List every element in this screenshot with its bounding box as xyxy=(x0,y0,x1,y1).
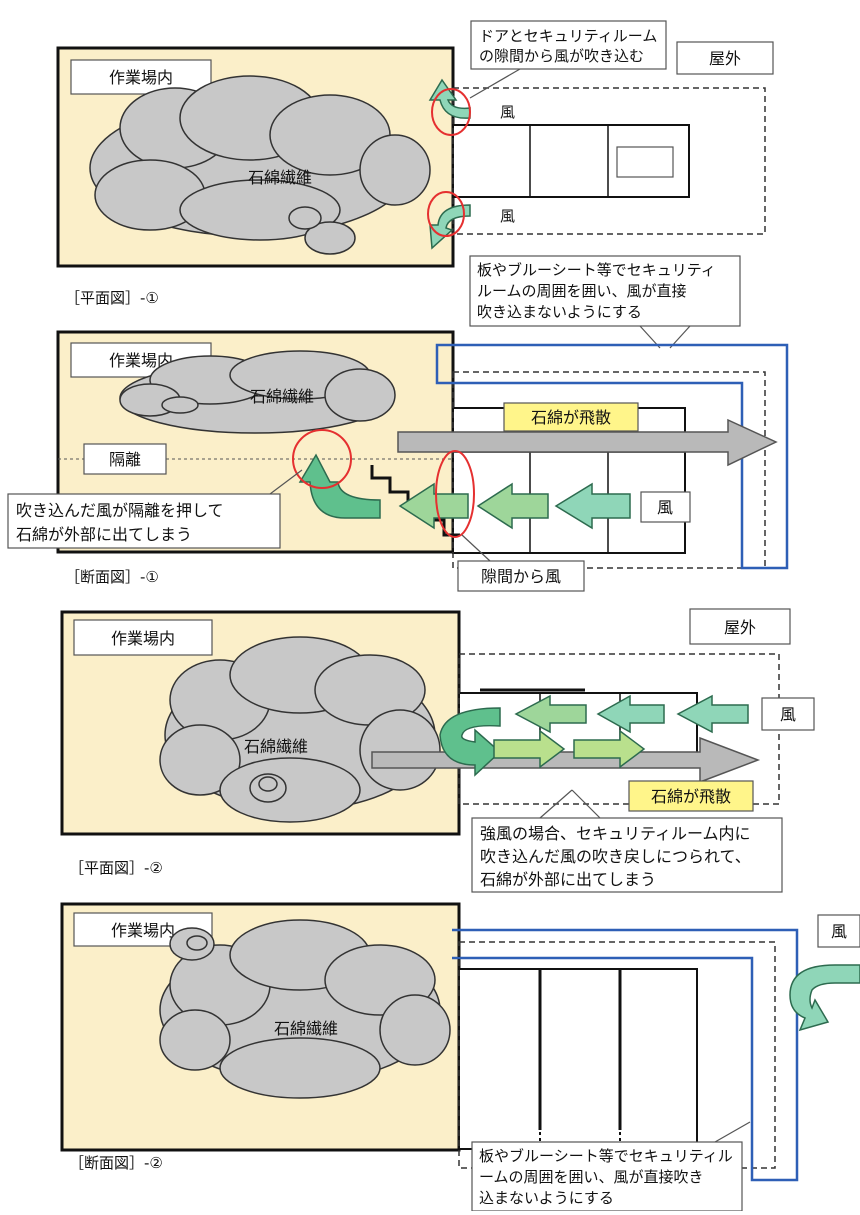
push-callout xyxy=(7,493,281,549)
wind-arrow-1 xyxy=(676,694,749,734)
wind-label: 風 xyxy=(831,922,847,941)
wind-arrow-1 xyxy=(554,482,631,530)
blowback-arrow-1 xyxy=(493,729,566,769)
panel-section-2: 作業場内 石綿繊維 風 ［断面図］-② 板やブルーシート等でセキュリティル ーム… xyxy=(60,902,860,1212)
wind-arrow-2 xyxy=(476,482,549,530)
highlight-circle-bottom xyxy=(427,191,465,237)
countermeasure-line-2: ームの周囲を囲い、風が直接吹き xyxy=(479,1168,704,1186)
wind-arrow-3 xyxy=(398,482,469,530)
panel-plan-1: 作業場内 石綿繊維 屋外 ドアとセキュリティルーム の隙間から風が吹き込む xyxy=(56,20,774,349)
wind-label-box xyxy=(817,914,860,948)
wind-deflect-arrow xyxy=(789,964,860,1032)
caption-plan-1: ［平面図］-① xyxy=(65,289,159,307)
scatter-arrow xyxy=(371,736,761,784)
blue-enclosure xyxy=(452,928,799,1182)
gap-callout xyxy=(470,20,667,70)
gap-wind-label: 隙間から風 xyxy=(481,567,561,586)
gap-callout-line-1: ドアとセキュリティルーム xyxy=(479,27,657,45)
caption-section-1: ［断面図］-① xyxy=(65,568,159,586)
scatter-label-box xyxy=(628,780,754,812)
caption-plan-2: ［平面図］-② xyxy=(69,859,163,877)
asbestos-label: 石綿繊維 xyxy=(244,737,308,756)
asbestos-cloud xyxy=(89,75,431,255)
scatter-label-box xyxy=(503,402,639,432)
wind-arrow-2 xyxy=(596,694,665,734)
work-area-label: 作業場内 xyxy=(109,351,173,370)
asbestos-label: 石綿繊維 xyxy=(250,387,314,406)
isolation-label-box xyxy=(83,443,167,475)
strong-wind-line-3: 石綿が外部に出てしまう xyxy=(480,870,656,889)
asbestos-cloud xyxy=(159,919,451,1099)
caption-section-2: ［断面図］-② xyxy=(69,1154,163,1172)
wind-label-bottom: 風 xyxy=(500,207,515,225)
scatter-label: 石綿が飛散 xyxy=(531,408,611,427)
highlight-circle-top xyxy=(431,88,471,136)
asbestos-label: 石綿繊維 xyxy=(248,168,312,187)
wind-label: 風 xyxy=(657,498,673,517)
highlight-circle-isolation xyxy=(292,429,352,489)
countermeasure-line-3: 込まないようにする xyxy=(479,1189,614,1207)
wind-arrow-3 xyxy=(514,694,587,734)
countermeasure-callout xyxy=(469,255,741,327)
panel-section-1: 作業場内 石綿繊維 隔離 石綿が飛散 xyxy=(7,330,789,592)
asbestos-label: 石綿繊維 xyxy=(274,1019,338,1038)
strong-wind-callout xyxy=(471,817,783,893)
outdoor-dashed-boundary xyxy=(452,371,766,569)
wind-arrow-bottom xyxy=(429,204,471,250)
outdoor-dashed-boundary xyxy=(452,87,766,235)
equipment-box xyxy=(616,146,674,178)
countermeasure-line-1: 板やブルーシート等でセキュリティル xyxy=(479,1147,733,1165)
wind-label-top: 風 xyxy=(500,103,515,121)
asbestos-cloud xyxy=(119,350,396,434)
push-callout-line-1: 吹き込んだ風が隔離を押して xyxy=(16,501,224,520)
outdoor-label: 屋外 xyxy=(724,618,756,637)
outdoor-label: 屋外 xyxy=(709,49,741,68)
work-area-label-box xyxy=(73,619,213,656)
wind-label-box xyxy=(640,491,691,523)
blowback-arrow-2 xyxy=(573,729,646,769)
countermeasure-line-1: 板やブルーシート等でセキュリティ xyxy=(477,261,716,279)
work-area-label: 作業場内 xyxy=(109,68,173,87)
work-area-label: 作業場内 xyxy=(111,921,175,940)
countermeasure-callout xyxy=(471,1141,743,1212)
scatter-label: 石綿が飛散 xyxy=(651,787,731,806)
isolation-label: 隔離 xyxy=(109,450,141,469)
security-room xyxy=(458,968,698,1150)
wind-label-box xyxy=(761,697,815,731)
wind-arrow-up xyxy=(298,453,381,519)
wind-label: 風 xyxy=(780,705,796,724)
outdoor-label-box xyxy=(676,41,774,75)
strong-wind-line-2: 吹き込んだ風の吹き戻しにつられて、 xyxy=(480,847,751,866)
countermeasure-line-3: 吹き込まないようにする xyxy=(477,303,642,321)
push-callout-line-2: 石綿が外部に出てしまう xyxy=(16,525,192,544)
work-area-label: 作業場内 xyxy=(111,629,175,648)
outdoor-label-box xyxy=(689,608,791,645)
gap-callout-line-2: の隙間から風が吹き込む xyxy=(479,47,644,65)
strong-wind-line-1: 強風の場合、セキュリティルーム内に xyxy=(480,824,751,843)
blue-enclosure xyxy=(435,343,789,570)
panel-plan-2: 作業場内 石綿繊維 屋外 風 xyxy=(60,608,815,893)
countermeasure-line-2: ルームの周囲を囲い、風が直接 xyxy=(477,282,687,300)
asbestos-cloud xyxy=(159,636,441,823)
highlight-circle-gap xyxy=(435,450,475,538)
gap-wind-callout xyxy=(457,560,585,592)
